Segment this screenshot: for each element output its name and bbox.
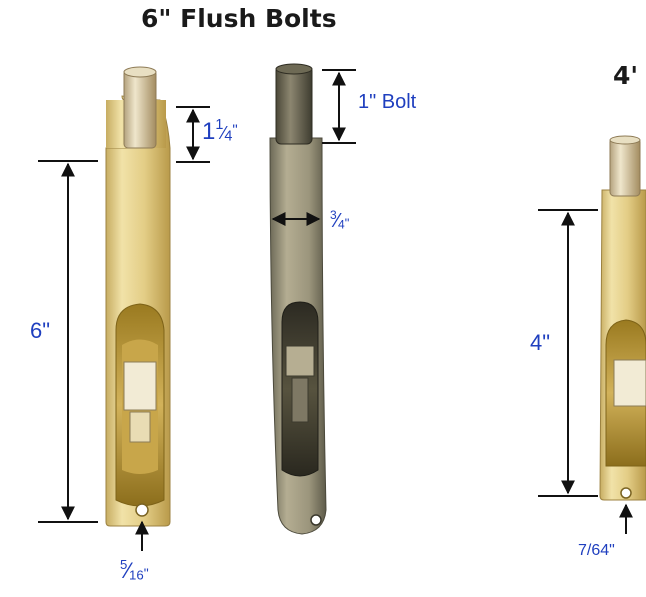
dimension-label-hole-4: 7/64" — [578, 542, 615, 559]
dimension-label-length-4: 4" — [530, 330, 551, 355]
fraction-numerator: 5 — [120, 557, 128, 572]
brass-flush-bolt-6in — [105, 66, 171, 527]
fraction-unit: " — [344, 215, 350, 231]
page-title: 6" Flush Bolts — [141, 4, 337, 33]
dimension-label-length-6: 6" — [30, 318, 51, 343]
dimension-label-hole-6: 5⁄16" — [120, 557, 149, 584]
fraction-unit: " — [232, 121, 238, 139]
dimension-label-width: 3⁄4" — [330, 208, 350, 233]
fraction-unit: " — [143, 565, 149, 582]
dimension-label-bolt-head: 11⁄4" — [202, 117, 238, 146]
fraction-denominator: 4 — [224, 128, 233, 145]
dimension-label-bolt: 1" Bolt — [358, 91, 417, 113]
fraction-whole: 1 — [202, 118, 216, 146]
brass-flush-bolt-4in — [599, 135, 646, 501]
second-title-partial: 4' — [613, 61, 639, 90]
fraction-numerator: 1 — [215, 117, 224, 133]
dimension-lines — [38, 69, 633, 551]
fraction-numerator: 3 — [330, 208, 337, 222]
antique-flush-bolt — [269, 63, 327, 535]
fraction-denominator: 4 — [338, 217, 345, 232]
fraction-denominator: 16 — [129, 567, 144, 583]
